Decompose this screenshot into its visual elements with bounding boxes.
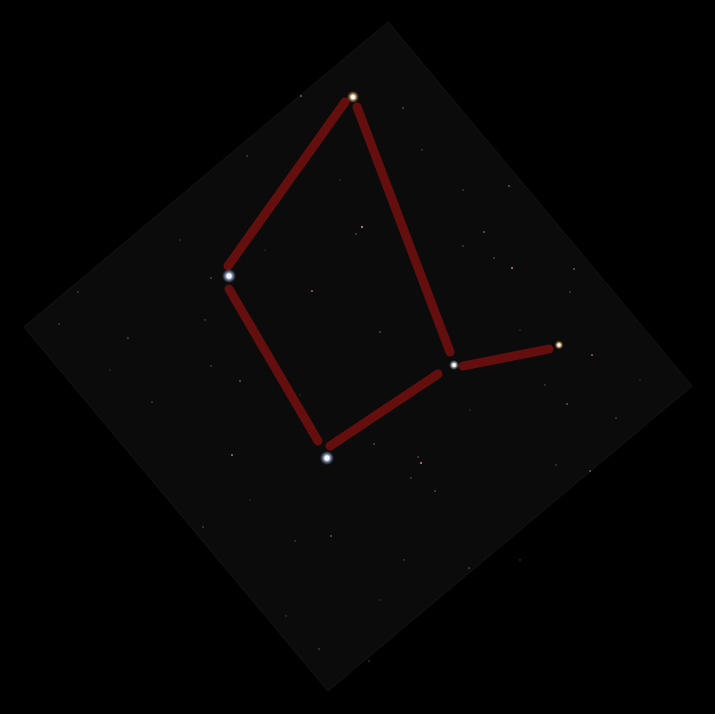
sky-field xyxy=(23,21,693,692)
background-stars xyxy=(58,95,641,662)
constellation-line xyxy=(458,344,554,371)
constellation-line xyxy=(325,369,443,451)
constellation-line xyxy=(224,284,323,446)
constellation-line xyxy=(352,102,455,357)
constellation-lines xyxy=(223,97,554,451)
constellation-line xyxy=(223,97,350,271)
bright-stars xyxy=(222,91,564,465)
